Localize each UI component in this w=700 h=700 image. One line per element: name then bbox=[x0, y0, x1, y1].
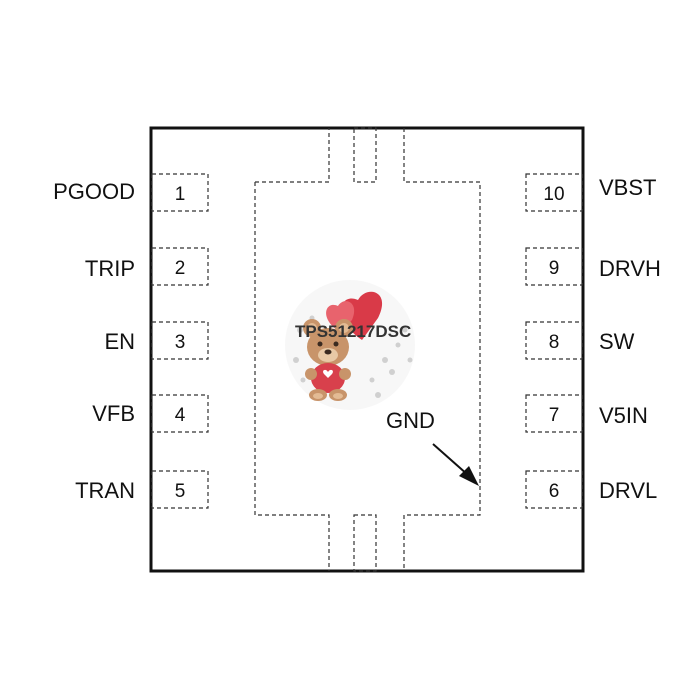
pin-name: EN bbox=[104, 329, 135, 354]
pin-name: VBST bbox=[599, 175, 656, 200]
pin-name: DRVH bbox=[599, 256, 661, 281]
pin-number: 1 bbox=[175, 184, 186, 205]
pad-tab-top bbox=[353, 127, 377, 183]
pin-name: SW bbox=[599, 329, 635, 354]
right-pins: 10 9 8 7 6 VBST DRVH SW V5IN DRVL bbox=[525, 173, 661, 509]
pin-number: 8 bbox=[549, 332, 560, 353]
pin-number: 10 bbox=[543, 184, 564, 205]
pin-number: 3 bbox=[175, 332, 186, 353]
pin-number: 5 bbox=[175, 481, 186, 502]
thermal-pad-outline bbox=[254, 128, 481, 571]
pin-number: 7 bbox=[549, 405, 560, 426]
pin-pad-8 bbox=[525, 321, 583, 360]
pin-name: TRAN bbox=[75, 478, 135, 503]
pin-pad-3 bbox=[151, 321, 209, 360]
ground-label: GND bbox=[386, 408, 435, 433]
pin-number: 6 bbox=[549, 481, 560, 502]
ground-arrow-line bbox=[432, 443, 469, 476]
pin-pad-5 bbox=[151, 470, 209, 509]
pin-pad-7 bbox=[525, 394, 583, 433]
pin-pad-10 bbox=[525, 173, 583, 212]
left-pins: 1 2 3 4 5 PGOOD TRIP EN VFB TRAN bbox=[53, 173, 209, 509]
ground-arrow-head-icon bbox=[459, 466, 479, 486]
pin-name: V5IN bbox=[599, 403, 648, 428]
teddy-bear-watermark-icon bbox=[285, 280, 415, 410]
pad-tab-bottom bbox=[353, 514, 377, 572]
pin-pad-1 bbox=[151, 173, 209, 212]
pin-number: 9 bbox=[549, 258, 560, 279]
pin-name: PGOOD bbox=[53, 179, 135, 204]
pin-name: VFB bbox=[92, 401, 135, 426]
part-number-label: TPS51217DSC bbox=[295, 322, 411, 341]
pin-pad-9 bbox=[525, 247, 583, 286]
pin-pad-2 bbox=[151, 247, 209, 286]
pin-pad-4 bbox=[151, 394, 209, 433]
pin-name: DRVL bbox=[599, 478, 657, 503]
pin-number: 4 bbox=[175, 405, 186, 426]
pin-name: TRIP bbox=[85, 256, 135, 281]
pin-number: 2 bbox=[175, 258, 186, 279]
pin-pad-6 bbox=[525, 470, 583, 509]
